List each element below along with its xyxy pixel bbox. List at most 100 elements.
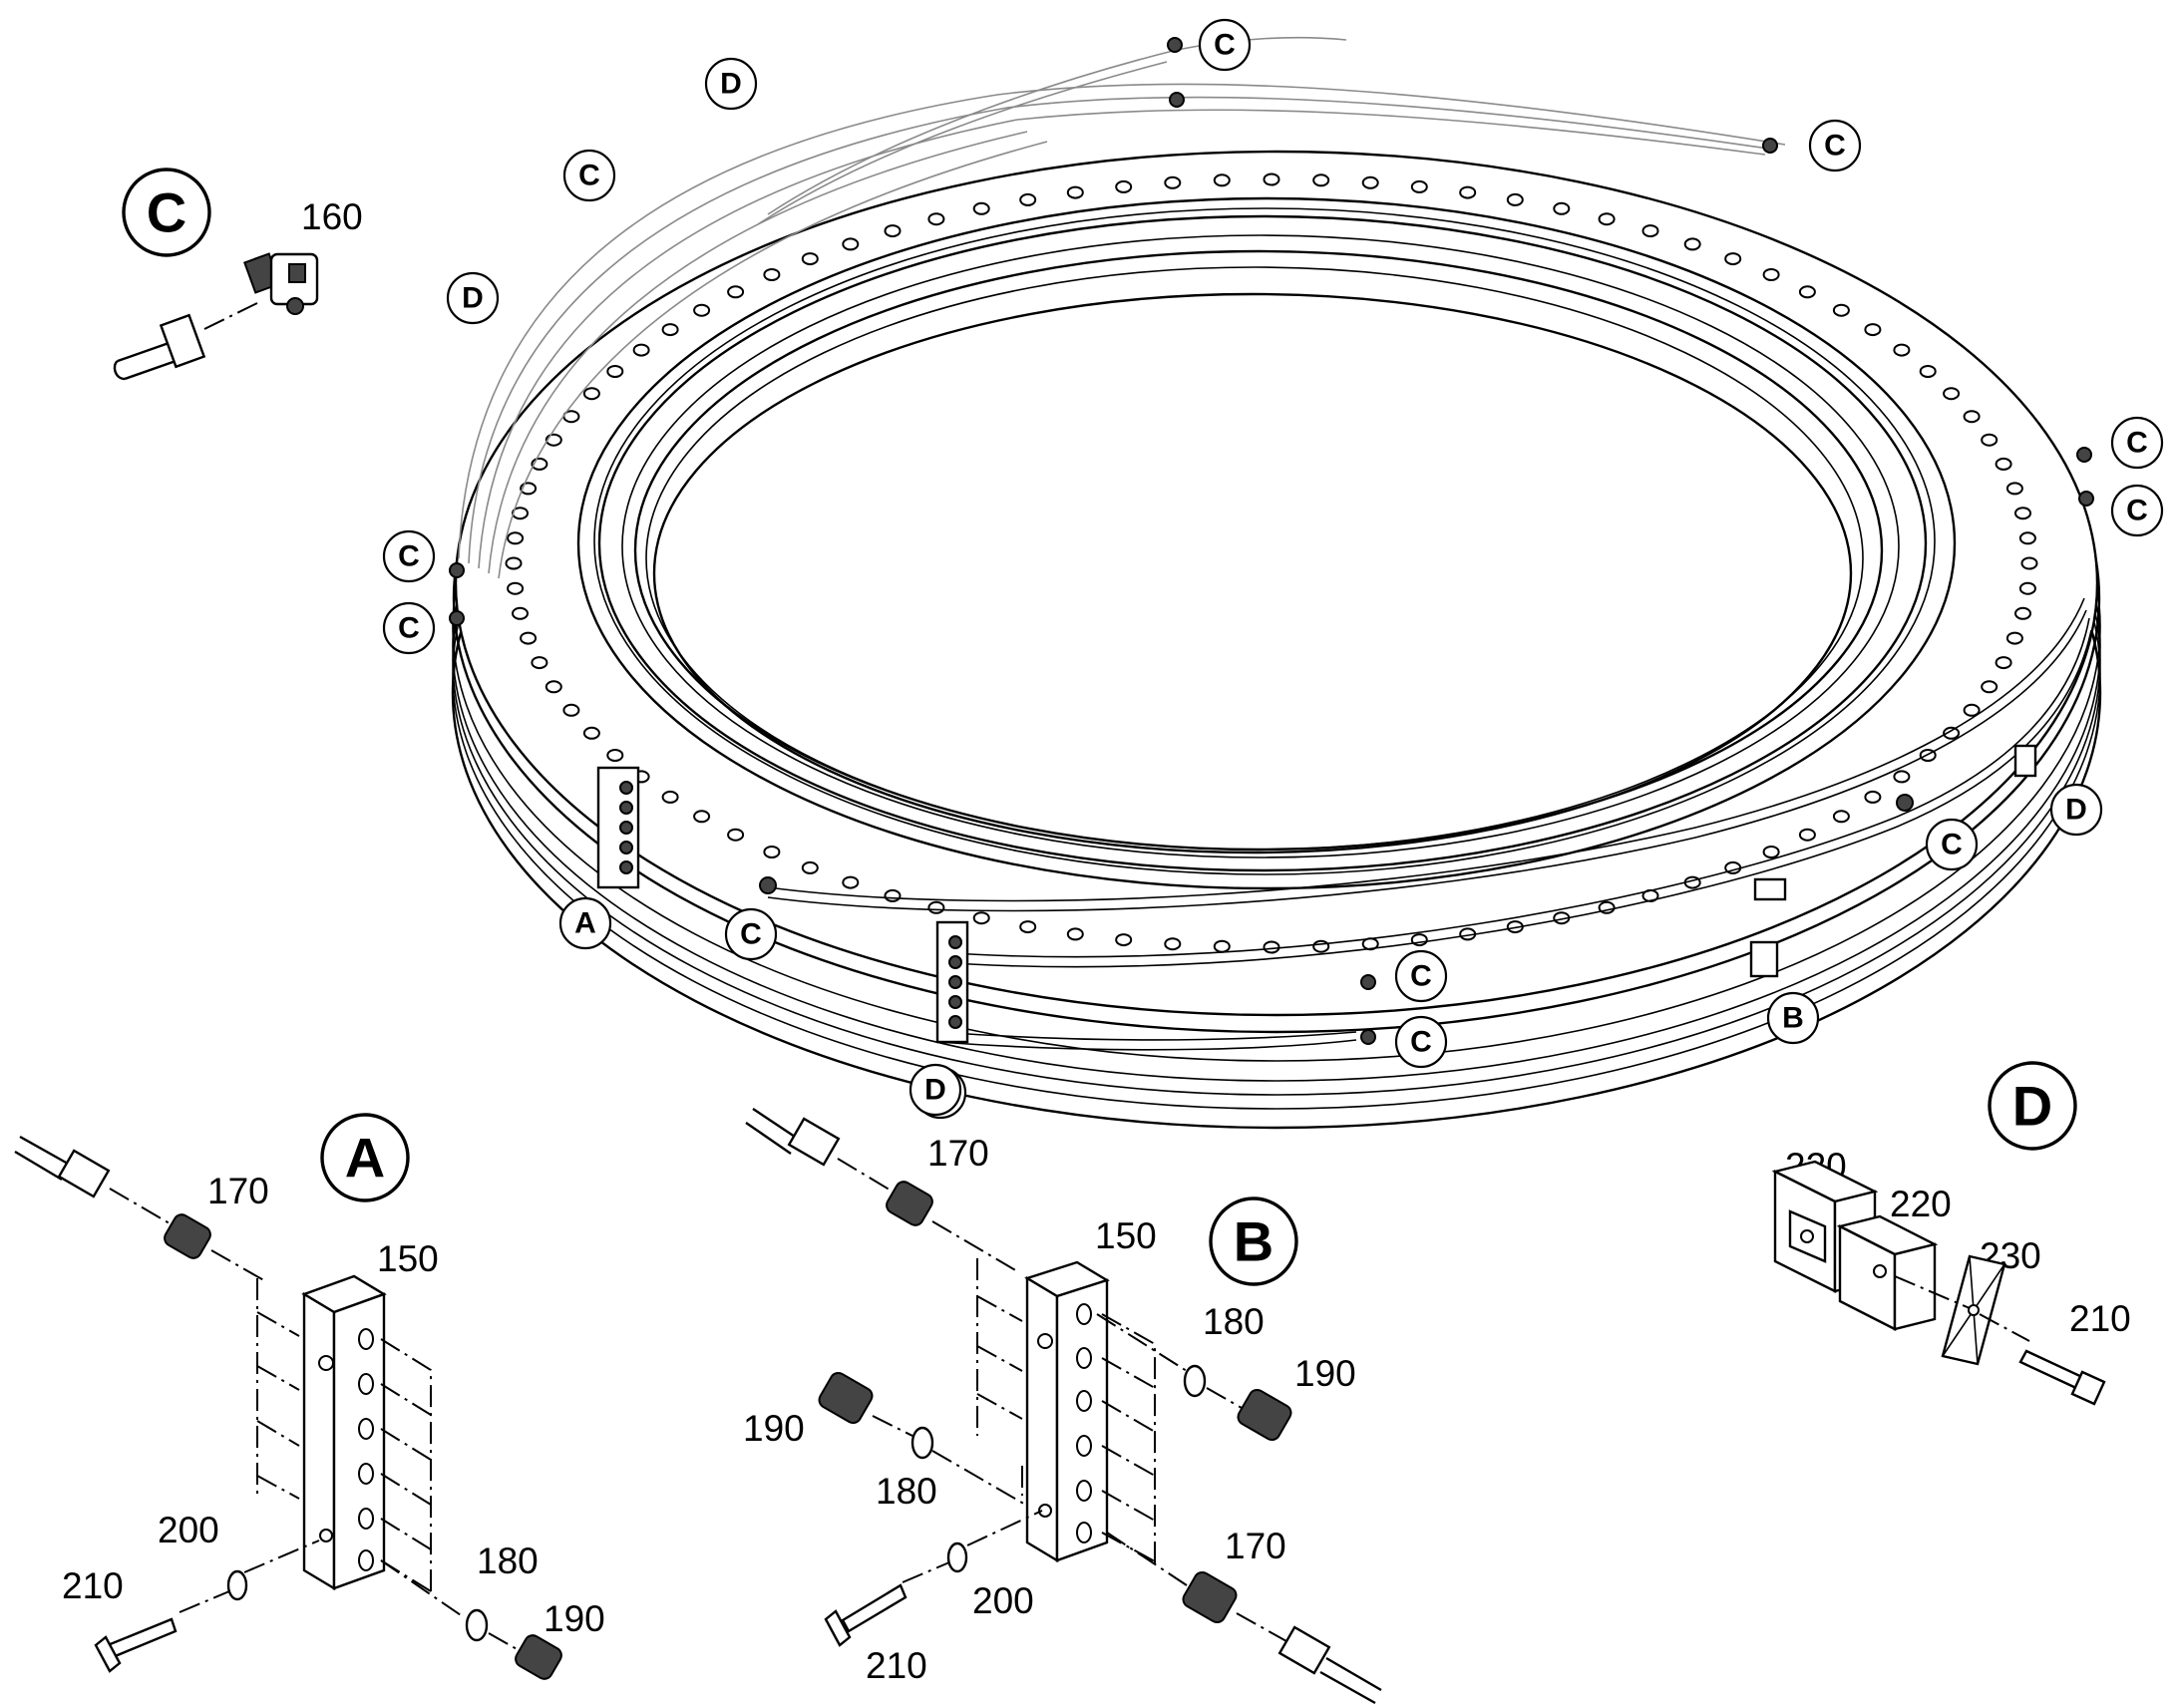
callout-label-b: B	[1782, 1002, 1804, 1035]
part-150-block-a	[301, 1274, 387, 1591]
callout-label-d: D	[720, 68, 742, 101]
bolt-hole	[1263, 940, 1280, 954]
bolt-hole	[632, 343, 650, 357]
bolt-hole	[1762, 846, 1780, 858]
bolt-hole	[1019, 920, 1037, 934]
bolt-hole	[1361, 175, 1379, 189]
bolt-hole	[693, 303, 711, 317]
bolt-hole	[1598, 212, 1616, 226]
bolt-hole	[582, 726, 600, 740]
bolt-hole	[1312, 939, 1330, 953]
bolt-hole	[545, 433, 562, 447]
bolt-hole	[1410, 179, 1428, 193]
callout-label-d: D	[462, 282, 484, 315]
label-190-a: 190	[544, 1598, 605, 1639]
callout-circle-c	[382, 601, 436, 655]
callout-label-c: C	[1941, 829, 1963, 861]
callout-circle-b	[1766, 991, 1820, 1045]
ring-block-b-fittings	[948, 935, 962, 1029]
bolt-hole	[1893, 770, 1911, 784]
bolt-hole	[505, 556, 523, 570]
callout-label-c: C	[578, 160, 600, 192]
bolt-hole	[1762, 268, 1780, 281]
callout-circle-c	[1198, 18, 1252, 72]
bolt-hole	[763, 846, 781, 858]
detail-b-title: B	[1234, 1210, 1273, 1273]
label-210-a: 210	[62, 1565, 124, 1606]
bolt-hole	[2018, 581, 2036, 595]
detail-c: C 160	[113, 168, 363, 381]
callout-circle-c	[2110, 484, 2164, 537]
bolt-hole	[1981, 433, 1998, 447]
callout-label-c: C	[398, 540, 420, 573]
callout-circle-c	[382, 529, 436, 583]
detail-d: D 220 220 230 210	[1771, 1061, 2131, 1406]
bolt-hole	[1115, 179, 1133, 193]
bolt-hole	[927, 900, 945, 914]
bolt-hole	[562, 703, 580, 717]
callout-circle-c	[2110, 416, 2164, 470]
callout-label-c: C	[1824, 130, 1846, 163]
bolt-hole	[727, 828, 745, 842]
callout-circle-d	[908, 1063, 962, 1117]
bolt-hole	[507, 581, 525, 595]
detail-d-title: D	[2012, 1075, 2052, 1138]
bolt-hole	[693, 810, 711, 824]
detail-a-title: A	[345, 1127, 385, 1190]
bolt-hole	[801, 252, 819, 266]
detail-b-circle	[1209, 1196, 1298, 1286]
detail-d-circle	[1988, 1061, 2077, 1151]
bolt-hole	[2014, 606, 2031, 620]
bolt-hole	[661, 790, 679, 804]
label-200-a: 200	[158, 1510, 219, 1550]
bolt-hole	[1164, 937, 1182, 951]
label-210-d: 210	[2069, 1298, 2131, 1339]
bolt-hole	[1995, 457, 2012, 471]
bolt-hole	[1019, 192, 1037, 206]
part-160-fitting	[243, 252, 319, 315]
bolt-hole	[727, 285, 745, 299]
bolt-hole	[1506, 192, 1524, 206]
bolt-hole	[1995, 656, 2012, 670]
label-170-b-top: 170	[927, 1133, 989, 1174]
bolt-hole	[1981, 680, 1998, 694]
bolt-hole	[801, 860, 819, 874]
part-220-clamp-front	[1836, 1214, 1939, 1331]
bolt-hole	[1798, 828, 1816, 842]
callout-label-c: C	[2126, 427, 2148, 460]
bolt-hole	[512, 606, 529, 620]
bolt-hole	[1641, 224, 1659, 238]
bolt-hole	[842, 875, 860, 889]
label-170-a: 170	[207, 1171, 269, 1211]
bolt-hole	[1164, 175, 1182, 189]
bolt-hole	[1213, 939, 1231, 953]
callout-circle-c	[1808, 119, 1862, 172]
callout-label-c: C	[1410, 1026, 1432, 1059]
bolt-hole	[1864, 323, 1882, 337]
callout-label-d: D	[924, 1074, 946, 1107]
bolt-hole	[2005, 482, 2023, 496]
bolt-hole	[1683, 237, 1701, 251]
bolt-hole	[1893, 343, 1911, 357]
callout-label-c: C	[398, 612, 420, 645]
label-150-a: 150	[377, 1238, 439, 1279]
detail-a: A 170 150 200 210 180 190	[14, 1113, 605, 1680]
bolt-hole	[1832, 303, 1850, 317]
bolt-hole	[582, 387, 600, 401]
part-230-plate	[1941, 1254, 2006, 1366]
bolt-hole	[763, 268, 781, 281]
label-180-b-right: 180	[1203, 1301, 1265, 1342]
callout-circle-c	[724, 907, 778, 961]
bolt-hole	[2005, 631, 2023, 645]
callout-circle-c	[1394, 949, 1448, 1003]
bolt-hole	[884, 888, 902, 902]
label-190-b-left: 190	[743, 1408, 805, 1449]
bolt-hole	[1919, 365, 1937, 378]
bolt-hole	[927, 212, 945, 226]
callout-label-c: C	[740, 918, 762, 951]
bolt-hole	[972, 911, 990, 925]
bolt-hole	[1066, 185, 1084, 199]
bolt-hole	[1066, 927, 1084, 941]
label-190-b-right: 190	[1294, 1353, 1356, 1394]
